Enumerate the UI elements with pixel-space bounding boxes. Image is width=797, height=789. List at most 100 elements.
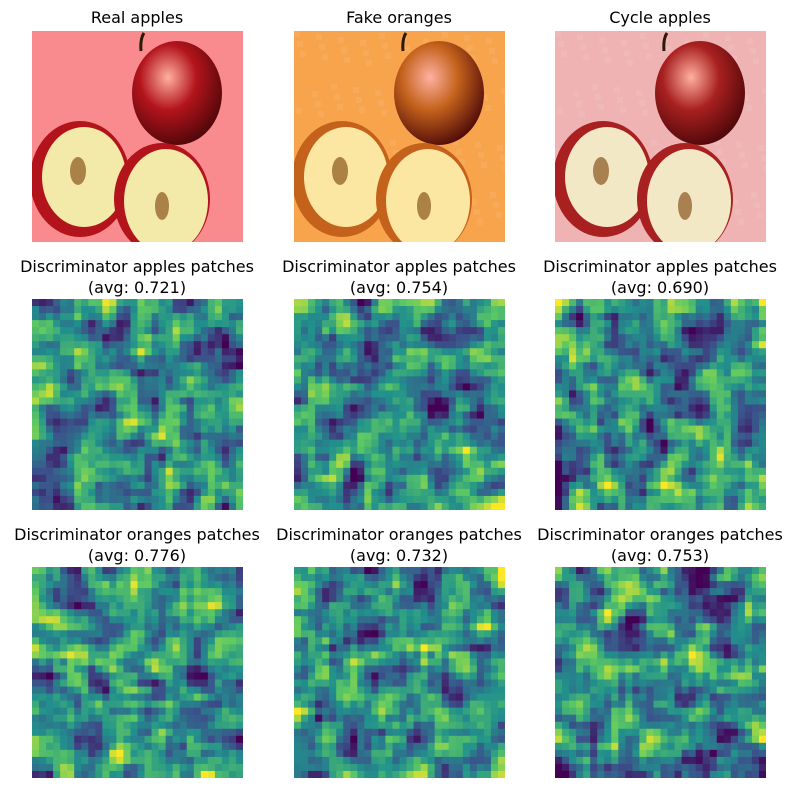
- heatmap-cell: [343, 756, 351, 765]
- heatmap-cell: [385, 418, 393, 426]
- heatmap-cell: [350, 320, 358, 328]
- heatmap-cell: [597, 425, 605, 434]
- heatmap-cell: [336, 637, 344, 645]
- heatmap-cell: [392, 756, 400, 765]
- heatmap-cell: [294, 735, 302, 744]
- heatmap-cell: [751, 355, 760, 363]
- heatmap-cell: [53, 299, 61, 307]
- heatmap-cell: [102, 595, 110, 603]
- heatmap-cell: [364, 770, 372, 778]
- heatmap-cell: [420, 432, 429, 441]
- heatmap-cell: [343, 376, 351, 384]
- heatmap-cell: [618, 306, 626, 314]
- heatmap-cell: [695, 651, 704, 659]
- heatmap-cell: [476, 474, 485, 483]
- heatmap-cell: [462, 439, 471, 448]
- heatmap-cell: [301, 313, 309, 321]
- heatmap-cell: [462, 595, 471, 603]
- heatmap-cell: [116, 693, 124, 702]
- heatmap-cell: [476, 651, 485, 659]
- heatmap-cell: [434, 644, 443, 652]
- heatmap-cell: [709, 355, 718, 363]
- heatmap-cell: [137, 362, 145, 370]
- heatmap-cell: [158, 637, 167, 645]
- heatmap-cell: [483, 313, 492, 321]
- heatmap-cell: [490, 672, 499, 680]
- heatmap-cell: [67, 327, 75, 335]
- heatmap-cell: [730, 495, 739, 504]
- heatmap-cell: [116, 728, 124, 737]
- heatmap-cell: [53, 644, 61, 652]
- heatmap-cell: [102, 474, 110, 483]
- heatmap-cell: [590, 348, 598, 356]
- heatmap-cell: [562, 616, 570, 624]
- heatmap-cell: [569, 327, 577, 335]
- heatmap-cell: [555, 495, 563, 504]
- heatmap-cell: [179, 686, 188, 694]
- heatmap-cell: [228, 481, 237, 490]
- heatmap-cell: [172, 397, 181, 405]
- heatmap-cell: [357, 721, 365, 730]
- heatmap-cell: [562, 376, 570, 384]
- heatmap-cell: [214, 630, 223, 638]
- heatmap-cell: [611, 651, 619, 659]
- heatmap-cell: [179, 390, 188, 398]
- heatmap-cell: [476, 341, 485, 349]
- heatmap-cell: [322, 707, 330, 716]
- heatmap-cell: [674, 460, 682, 469]
- heatmap-cell: [723, 425, 732, 434]
- heatmap-cell: [604, 658, 612, 666]
- heatmap-cell: [688, 602, 697, 610]
- heatmap-cell: [207, 756, 216, 765]
- heatmap-cell: [378, 320, 386, 328]
- heatmap-cell: [172, 707, 181, 716]
- heatmap-cell: [371, 502, 379, 510]
- heatmap-cell: [315, 411, 323, 419]
- heatmap-cell: [357, 602, 365, 610]
- heatmap-cell: [730, 299, 739, 307]
- heatmap-cell: [151, 630, 159, 638]
- heatmap-cell: [214, 446, 223, 455]
- heatmap-cell: [476, 404, 485, 412]
- heatmap-cell: [490, 432, 499, 441]
- heatmap-cell: [102, 432, 110, 441]
- heatmap-cell: [455, 721, 464, 730]
- heatmap-cell: [751, 453, 760, 462]
- heatmap-cell: [667, 341, 675, 349]
- heatmap-cell: [618, 334, 626, 342]
- heatmap-cell: [392, 495, 400, 504]
- heatmap-cell: [597, 320, 605, 328]
- heatmap-cell: [329, 453, 337, 462]
- heatmap-cell: [39, 644, 47, 652]
- heatmap-cell: [751, 327, 760, 335]
- heatmap-cell: [151, 623, 159, 631]
- heatmap-cell: [413, 693, 421, 702]
- heatmap-cell: [702, 376, 711, 384]
- heatmap-cell: [646, 334, 654, 342]
- heatmap-cell: [632, 616, 640, 624]
- heatmap-cell: [39, 588, 47, 596]
- heatmap-cell: [364, 502, 372, 510]
- heatmap-cell: [39, 595, 47, 603]
- heatmap-cell: [744, 602, 753, 610]
- heatmap-cell: [399, 735, 407, 744]
- heatmap-cell: [322, 595, 330, 603]
- heatmap-cell: [597, 411, 605, 419]
- heatmap-cell: [681, 397, 690, 405]
- heatmap-cell: [562, 383, 570, 391]
- heatmap-cell: [109, 728, 117, 737]
- heatmap-cell: [95, 714, 103, 723]
- heatmap-cell: [144, 397, 152, 405]
- heatmap-cell: [420, 700, 429, 709]
- heatmap-cell: [441, 404, 450, 412]
- heatmap-cell: [371, 658, 379, 666]
- heatmap-cell: [60, 467, 68, 476]
- heatmap-cell: [123, 502, 131, 510]
- heatmap-cell: [158, 313, 167, 321]
- heatmap-cell: [67, 299, 75, 307]
- heatmap-cell: [590, 341, 598, 349]
- heatmap-cell: [476, 369, 485, 377]
- heatmap-cell: [130, 495, 138, 504]
- heatmap-cell: [448, 602, 457, 610]
- heatmap-cell: [343, 369, 351, 377]
